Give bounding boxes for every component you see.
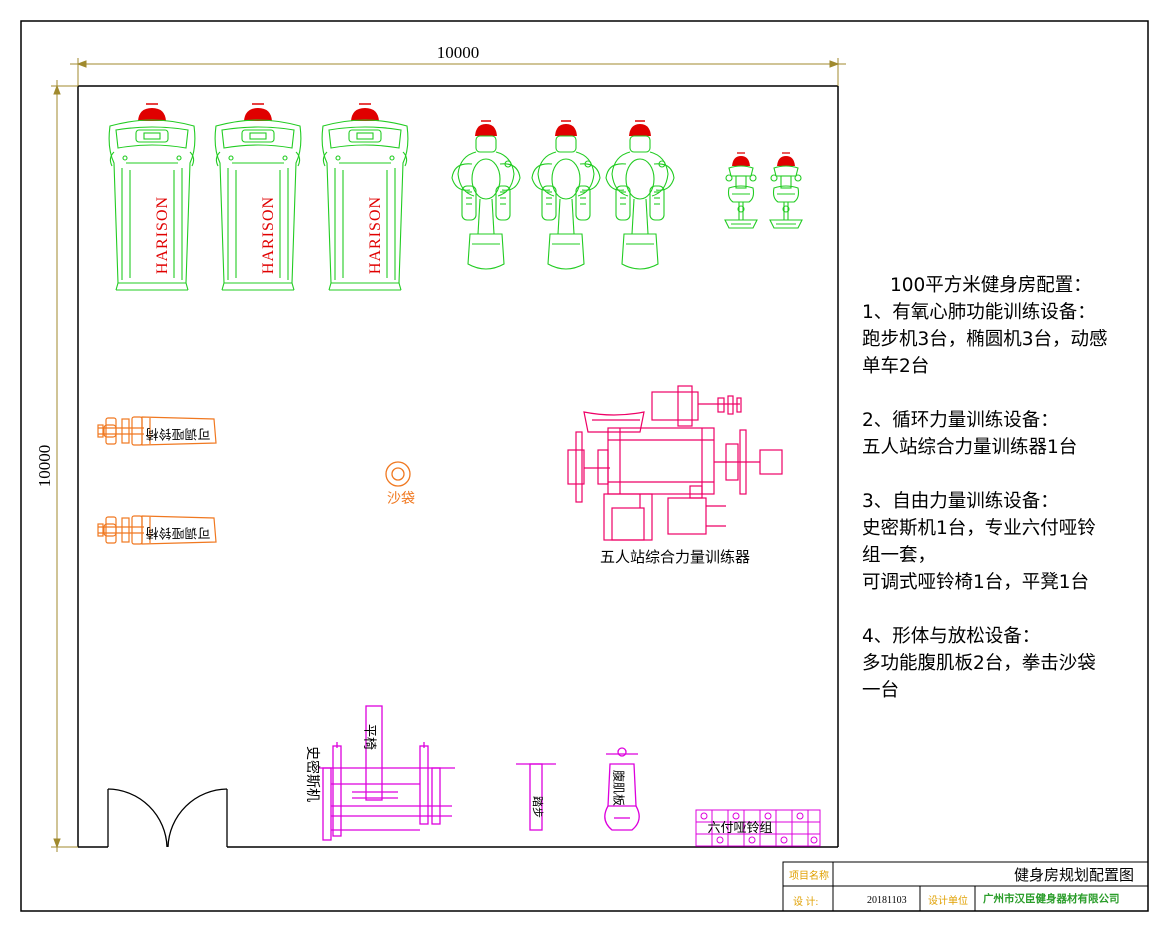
- abdominal-board: [604, 747, 640, 831]
- design-unit-label: 设计单位: [928, 896, 968, 907]
- dimension-left: [51, 80, 78, 852]
- stepper-label: 踏步: [531, 796, 545, 818]
- elliptical-2: [531, 120, 601, 270]
- adjustable-bench-2-label: 可调哑铃椅: [145, 525, 210, 540]
- project-name-value: 健身房规划配置图: [1014, 866, 1135, 884]
- project-name-label: 项目名称: [789, 871, 829, 882]
- elliptical-3: [605, 120, 675, 270]
- dumbbell-rack: [695, 809, 821, 847]
- notes-section-4-heading: 4、形体与放松设备：: [862, 626, 1041, 647]
- stepper: [516, 763, 556, 831]
- treadmill-3-brand: HARISON: [367, 196, 384, 274]
- room-walls: [77, 85, 839, 848]
- notes-title: 100平方米健身房配置：: [890, 275, 1092, 296]
- dimension-top-label: 10000: [437, 43, 480, 62]
- notes-section-3-heading: 3、自由力量训练设备：: [862, 491, 1059, 512]
- elliptical-1: [451, 120, 521, 270]
- dimension-left-label: 10000: [35, 445, 54, 488]
- adjustable-bench-1-label: 可调哑铃椅: [145, 426, 210, 441]
- smith-machine: [318, 742, 455, 841]
- treadmill-3: [321, 103, 409, 291]
- flat-bench: [352, 705, 398, 801]
- abdominal-board-label: 腹肌板: [612, 770, 626, 806]
- flat-bench-label: 平椅: [362, 724, 377, 750]
- notes-section-3-line-1: 史密斯机1台，专业六付哑铃: [862, 518, 1096, 539]
- spin-bike-1: [724, 152, 758, 229]
- notes-section-4-line-2: 一台: [862, 680, 900, 701]
- notes-section-3-line-2: 组一套，: [862, 545, 937, 566]
- drawing-frame: [20, 20, 1149, 912]
- design-date-value: 20181103: [867, 895, 907, 906]
- notes-section-1-heading: 1、有氧心肺功能训练设备：: [862, 302, 1096, 323]
- dimension-top: [70, 58, 846, 86]
- notes-section-1-line-2: 单车2台: [862, 356, 930, 377]
- title-block: [782, 861, 1149, 912]
- treadmill-1: [108, 103, 196, 291]
- design-unit-value: 广州市汉臣健身器材有限公司: [983, 894, 1120, 905]
- notes-section-2-heading: 2、循环力量训练设备：: [862, 410, 1059, 431]
- spin-bike-2: [769, 152, 803, 229]
- notes-section-2-line-1: 五人站综合力量训练器1台: [862, 437, 1078, 458]
- dumbbell-rack-label: 六付哑铃组: [707, 821, 772, 836]
- smith-machine-label: 史密斯机: [304, 746, 321, 802]
- treadmill-2: [214, 103, 302, 291]
- five-station-label: 五人站综合力量训练器: [600, 548, 750, 566]
- design-label: 设 计:: [793, 897, 819, 908]
- notes-section-1-line-1: 跑步机3台，椭圆机3台，动感: [862, 329, 1108, 350]
- treadmill-2-brand: HARISON: [260, 196, 277, 274]
- treadmill-1-brand: HARISON: [154, 196, 171, 274]
- five-station-machine: [567, 385, 783, 541]
- notes-section-3-line-3: 可调式哑铃椅1台，平凳1台: [862, 572, 1090, 593]
- punching-bag: [385, 461, 411, 487]
- notes-section-4-line-1: 多功能腹肌板2台，拳击沙袋: [862, 653, 1096, 674]
- entrance-door: [107, 788, 228, 848]
- punching-bag-label: 沙袋: [387, 491, 415, 507]
- configuration-notes: 100平方米健身房配置： 1、有氧心肺功能训练设备： 跑步机3台，椭圆机3台，动…: [862, 272, 1147, 704]
